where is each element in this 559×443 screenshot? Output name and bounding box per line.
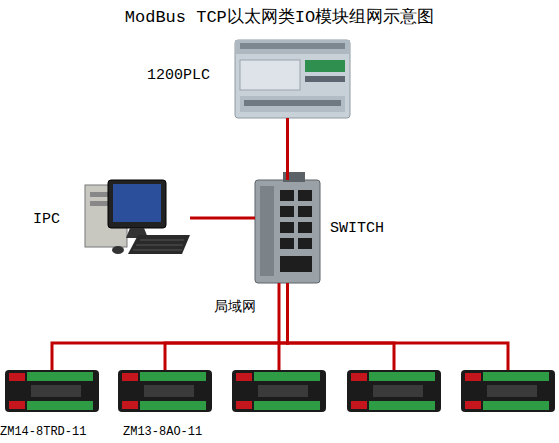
plc-image	[235, 40, 350, 118]
io-module-node	[232, 370, 326, 412]
node-label: ZM13-8AO-11	[123, 425, 202, 439]
io-module-node: ZM13-8AO-11	[118, 370, 212, 412]
switch-image	[255, 172, 320, 283]
network-cable	[165, 283, 288, 370]
node-label: ZM14-8TRD-11	[0, 425, 86, 439]
network-cable	[287, 118, 288, 180]
device-node: IPC	[85, 180, 190, 256]
node-label: IPC	[33, 211, 60, 228]
io-module-images	[5, 370, 555, 412]
io-module-image	[461, 370, 555, 412]
node-label: SWITCH	[330, 220, 384, 237]
io-module-image	[5, 370, 99, 412]
network-cable	[52, 283, 288, 370]
node-label: 1200PLC	[147, 67, 210, 84]
device-node: SWITCH	[255, 180, 320, 283]
io-module-image	[347, 370, 441, 412]
io-module-image	[232, 370, 326, 412]
network-cable	[190, 218, 255, 219]
io-module-node	[347, 370, 441, 412]
io-module-node	[461, 370, 555, 412]
network-cable	[279, 283, 280, 370]
network-cable	[288, 283, 395, 370]
network-label: 局域网	[214, 298, 256, 316]
io-module-image	[118, 370, 212, 412]
io-module-node: ZM14-8TRD-11	[5, 370, 99, 412]
diagram-title: ModBus TCP以太网类IO模块组网示意图	[0, 5, 559, 28]
network-cable	[288, 283, 509, 370]
device-node: 1200PLC	[235, 40, 350, 118]
computer-image	[85, 180, 190, 254]
